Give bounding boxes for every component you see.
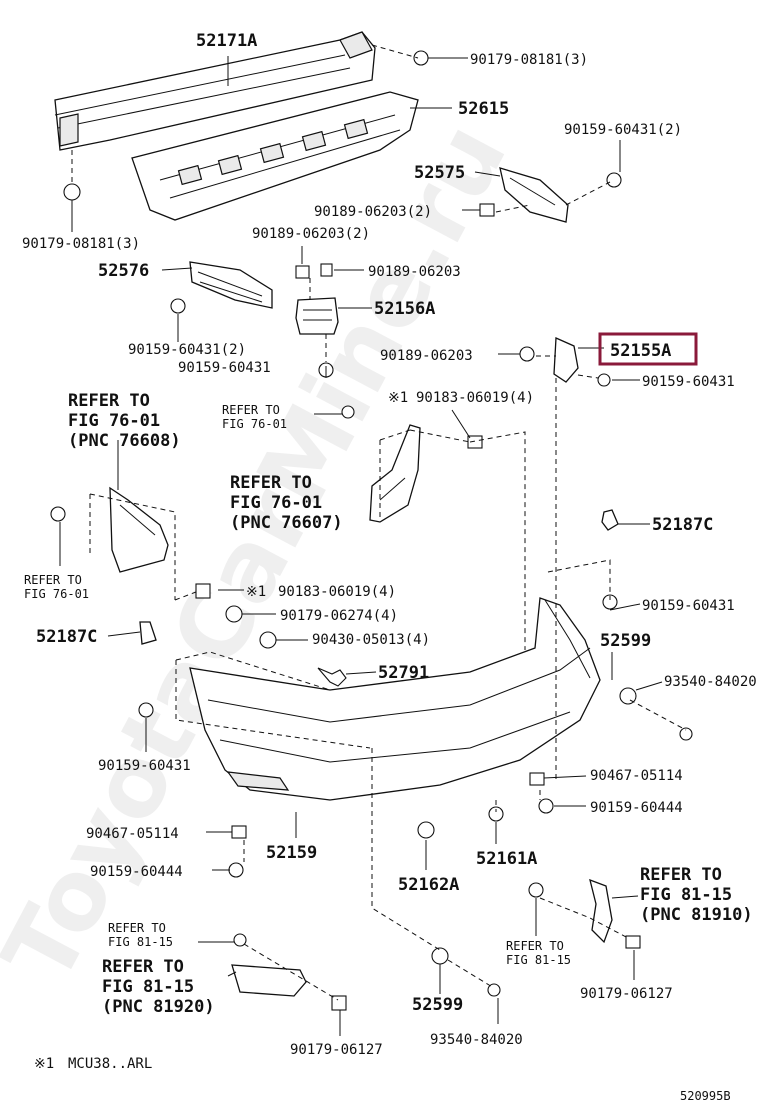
ref-line: REFER TO [506,939,564,953]
label-90159-60431-2-left[interactable]: 90159-60431(2) [128,342,246,358]
reflector-left [231,964,307,997]
label-52159[interactable]: 52159 [266,843,317,863]
ref-line: (PNC 76607) [230,513,343,533]
bumper-side-retainer-52155A[interactable] [553,337,579,383]
ref-fig-81-15-small-left[interactable]: REFER TO FIG 81-15 [108,921,173,949]
fasteners [50,50,693,1011]
ref-line: FIG 76-01 [222,417,287,431]
ref-line: (PNC 76608) [68,431,181,451]
highlight-frame-52155A [598,332,698,366]
label-90179-08181-top[interactable]: 90179-08181(3) [470,52,588,68]
bolt-52791[interactable] [317,667,347,687]
label-90189-06203-2-left[interactable]: 90189-06203(2) [252,226,370,242]
ref-line: FIG 76-01 [230,493,322,513]
label-90159-60431-b[interactable]: 90159-60431 [642,374,735,390]
label-52156A[interactable]: 52156A [374,299,435,319]
ref-line: REFER TO [102,957,184,977]
ref-line: REFER TO [222,403,280,417]
label-52155A[interactable]: 52155A [610,341,671,361]
ref-line: FIG 76-01 [24,587,89,601]
bumper-retainer-52156A[interactable] [295,297,339,335]
label-52615[interactable]: 52615 [458,99,509,119]
label-52187C-right[interactable]: 52187C [652,515,713,535]
label-90183-06019-4-top[interactable]: 90183-06019(4) [416,390,534,406]
footnote-mark-top: ※1 [388,390,408,406]
ref-line: REFER TO [230,473,312,493]
energy-absorber-52615[interactable] [131,91,419,221]
label-90179-06274-4[interactable]: 90179-06274(4) [280,608,398,624]
footnote-text: MCU38..ARL [68,1056,152,1072]
ref-fig-76-01-pnc-76607[interactable]: REFER TO FIG 76-01 (PNC 76607) [230,473,343,533]
bumper-hook-52187C-right[interactable] [601,509,619,531]
label-90189-06203-2-mid[interactable]: 90189-06203(2) [314,204,432,220]
leader-lines [59,56,663,1036]
label-52161A[interactable]: 52161A [476,849,537,869]
ref-line: REFER TO [24,573,82,587]
footnote-mark: ※1 [34,1056,54,1072]
footnote-mark-mid: ※1 [246,584,266,600]
label-52187C-left[interactable]: 52187C [36,627,97,647]
ref-line: FIG 81-15 [108,935,173,949]
ref-line: REFER TO [640,865,722,885]
label-90159-60431-2-top[interactable]: 90159-60431(2) [564,122,682,138]
ref-fig-76-01-pnc-76608[interactable]: REFER TO FIG 76-01 (PNC 76608) [68,391,181,451]
label-93540-84020-bottom[interactable]: 93540-84020 [430,1032,523,1048]
bumper-bracket-52576[interactable] [189,261,273,309]
bracket-right [589,878,613,944]
label-90179-08181-left[interactable]: 90179-08181(3) [22,236,140,252]
diagram-code: 520995B [680,1089,731,1103]
label-90183-06019-4-mid[interactable]: 90183-06019(4) [278,584,396,600]
label-52599-bottom[interactable]: 52599 [412,995,463,1015]
ref-line: FIG 81-15 [640,885,732,905]
ref-line: (PNC 81920) [102,997,215,1017]
label-90179-06127-bottom[interactable]: 90179-06127 [290,1042,383,1058]
label-90467-05114-left[interactable]: 90467-05114 [86,826,179,842]
label-90159-60431-a[interactable]: 90159-60431 [178,360,271,376]
label-90159-60431-c[interactable]: 90159-60431 [642,598,735,614]
ref-line: (PNC 81910) [640,905,753,925]
label-90430-05013-4[interactable]: 90430-05013(4) [312,632,430,648]
label-90189-06203-a[interactable]: 90189-06203 [368,264,461,280]
label-90159-60431-d[interactable]: 90159-60431 [98,758,191,774]
label-90159-60444-right[interactable]: 90159-60444 [590,800,683,816]
ref-fig-81-15-pnc-81910[interactable]: REFER TO FIG 81-15 (PNC 81910) [640,865,753,925]
bumper-reinforcement-52171A[interactable] [54,31,376,151]
ref-fig-81-15-pnc-81920[interactable]: REFER TO FIG 81-15 (PNC 81920) [102,957,215,1017]
bumper-bracket-52575[interactable] [499,167,569,223]
label-90189-06203-b[interactable]: 90189-06203 [380,348,473,364]
label-93540-84020-right[interactable]: 93540-84020 [664,674,757,690]
label-90159-60444-left[interactable]: 90159-60444 [90,864,183,880]
ref-fig-81-15-small-right[interactable]: REFER TO FIG 81-15 [506,939,571,967]
ref-fig-76-01-small-left[interactable]: REFER TO FIG 76-01 [24,573,89,601]
assembly-lines [71,44,687,1001]
ref-line: FIG 81-15 [506,953,571,967]
ref-line: FIG 81-15 [102,977,194,997]
label-52171A[interactable]: 52171A [196,31,257,51]
bumper-hook-52187C-left[interactable] [139,621,157,645]
label-52162A[interactable]: 52162A [398,875,459,895]
ref-line: FIG 76-01 [68,411,160,431]
label-52575[interactable]: 52575 [414,163,465,183]
label-52599-right[interactable]: 52599 [600,631,651,651]
ref-line: REFER TO [68,391,150,411]
ref-fig-76-01-small-top[interactable]: REFER TO FIG 76-01 [222,403,287,431]
mudguard-right [369,424,421,523]
label-52576[interactable]: 52576 [98,261,149,281]
label-52791[interactable]: 52791 [378,663,429,683]
label-90179-06127-right[interactable]: 90179-06127 [580,986,673,1002]
label-90467-05114-right[interactable]: 90467-05114 [590,768,683,784]
bumper-cover-52159[interactable] [189,597,601,801]
mudguard-left [109,486,169,573]
ref-line: REFER TO [108,921,166,935]
